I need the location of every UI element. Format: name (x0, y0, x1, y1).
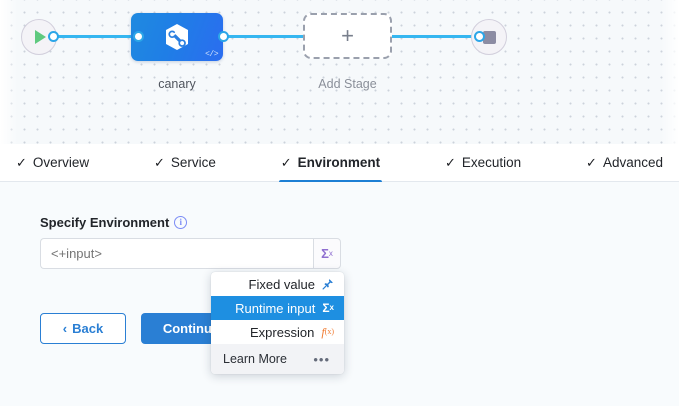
add-stage-label: Add Stage (318, 77, 377, 91)
check-icon: ✓ (586, 155, 597, 170)
dropdown-item-runtime-input-label: Runtime input (235, 300, 316, 316)
tab-advanced-label: Advanced (602, 155, 663, 170)
tab-environment[interactable]: ✓ Environment (278, 144, 383, 183)
sigma-x-sup: x (328, 249, 333, 258)
harness-hexagon-icon (166, 23, 188, 50)
f-of-x-icon: f(x) (321, 325, 334, 339)
connector-line-stage-to-add (222, 35, 310, 38)
dropdown-item-expression-label: Expression (250, 324, 315, 340)
learn-more-label: Learn More (223, 352, 287, 366)
connector-port-end[interactable] (474, 31, 485, 42)
continue-button-label: Continue (162, 321, 220, 336)
specify-environment-input[interactable] (40, 238, 313, 269)
code-glyph-icon: </> (205, 50, 218, 59)
connector-port-stage-in[interactable] (133, 31, 144, 42)
info-icon[interactable]: i (174, 216, 188, 229)
play-icon (35, 30, 46, 44)
tab-overview-label: Overview (32, 155, 90, 170)
specify-environment-input-row: Σx (40, 238, 341, 269)
more-options-icon[interactable]: ••• (313, 351, 330, 367)
back-button-label: Back (72, 321, 104, 336)
connector-port-start[interactable] (48, 31, 59, 42)
dropdown-item-fixed-value-label: Fixed value (248, 276, 315, 292)
tab-service[interactable]: ✓ Service (152, 144, 218, 182)
dropdown-footer-learn-more[interactable]: Learn More ••• (211, 344, 344, 374)
page-title: Specify Environment (40, 215, 170, 230)
sigma-x-icon: Σ (321, 246, 329, 261)
check-icon: ✓ (280, 155, 292, 170)
plus-icon: + (341, 23, 354, 48)
stage-node-label: canary (158, 77, 196, 91)
tab-execution[interactable]: ✓ Execution (443, 144, 523, 182)
tab-overview[interactable]: ✓ Overview (14, 144, 91, 182)
check-icon: ✓ (445, 155, 456, 170)
tab-execution-label: Execution (461, 155, 522, 170)
tab-advanced[interactable]: ✓ Advanced (584, 144, 665, 182)
connector-port-stage-out[interactable] (218, 31, 229, 42)
stage-node-canary[interactable]: </> (131, 13, 223, 61)
chevron-left-icon: ‹ (62, 321, 68, 336)
back-button[interactable]: ‹ Back (40, 313, 126, 344)
pipeline-canvas[interactable]: </> canary + Add Stage (0, 0, 679, 144)
tab-service-label: Service (170, 155, 216, 170)
canvas-fade-left (0, 0, 18, 144)
stage-tabs: ✓ Overview ✓ Service ✓ Environment ✓ Exe… (0, 144, 679, 183)
check-icon: ✓ (16, 155, 27, 170)
tab-environment-label: Environment (297, 155, 381, 170)
specify-environment-label-group: Specify Environment i (40, 215, 188, 230)
check-icon: ✓ (154, 155, 165, 170)
dropdown-item-fixed-value[interactable]: Fixed value (211, 272, 344, 296)
connector-line-start-to-stage (52, 35, 138, 38)
add-stage-button[interactable]: + (303, 13, 392, 59)
dropdown-item-expression[interactable]: Expression f(x) (211, 320, 344, 344)
stop-icon (482, 30, 496, 44)
pin-icon (322, 278, 334, 290)
connector-line-add-to-end (392, 35, 480, 38)
canvas-fade-right (661, 0, 679, 144)
